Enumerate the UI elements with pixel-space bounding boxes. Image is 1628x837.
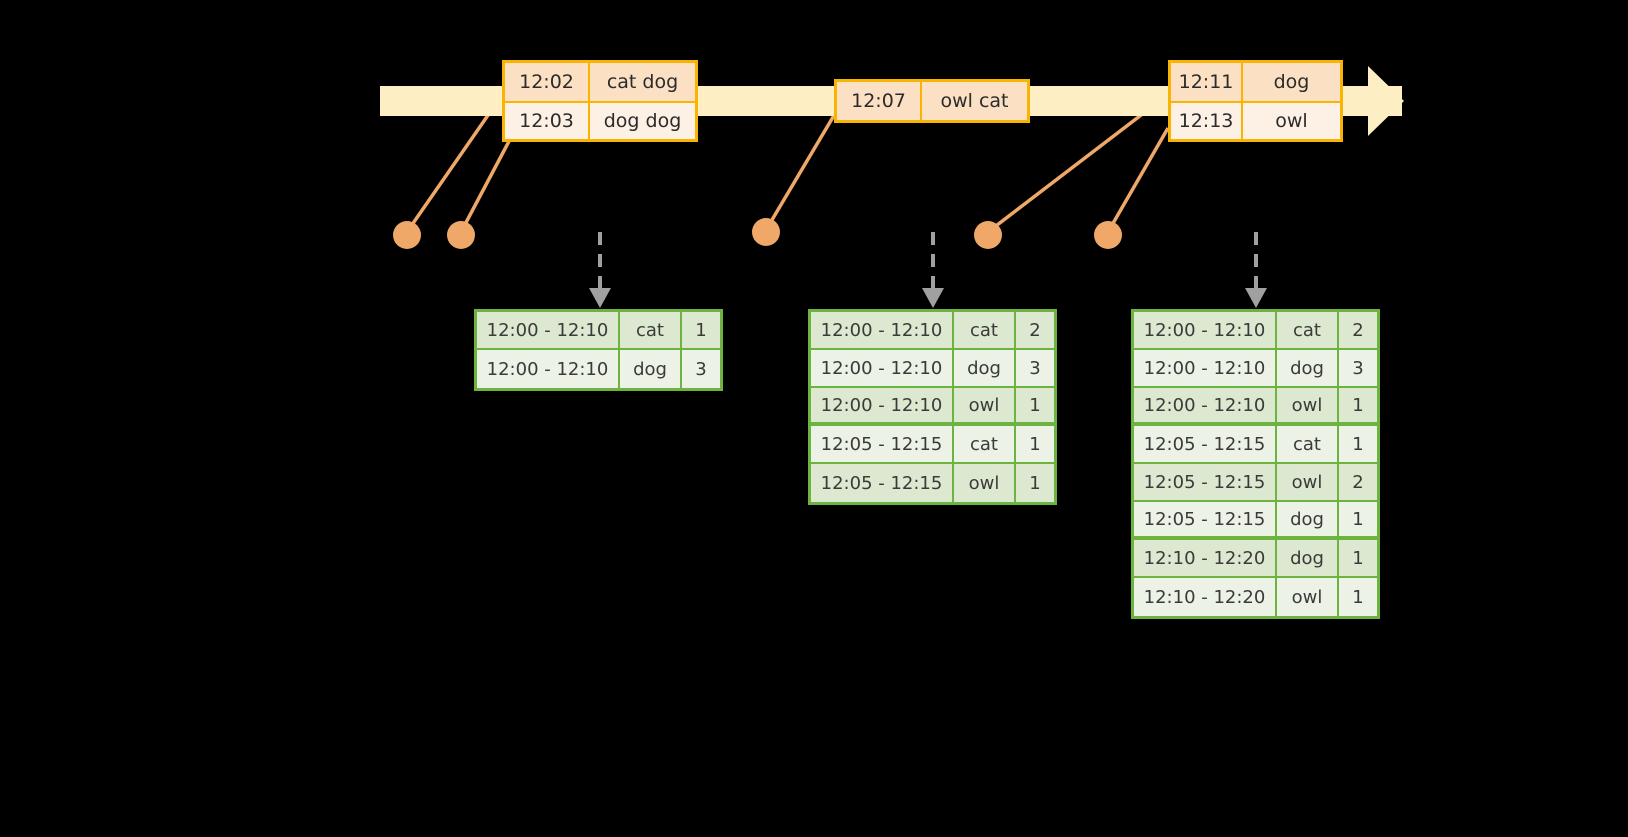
connector-line-2 <box>459 127 518 233</box>
event-row: 12:02 cat dog <box>505 63 695 101</box>
count-cell: 1 <box>1029 433 1041 455</box>
count-cell: 3 <box>1352 357 1364 379</box>
event-time: 12:02 <box>505 63 590 101</box>
key-cell: cat <box>1277 312 1339 348</box>
key-cell: dog <box>620 350 682 388</box>
count-cell: 1 <box>695 319 707 341</box>
window-cell: 12:10 - 12:20 <box>1134 578 1277 616</box>
event-box-3[interactable]: 12:11 dog 12:13 owl <box>1168 60 1343 142</box>
window-cell: 12:00 - 12:10 <box>477 312 620 348</box>
key-cell: cat <box>1277 426 1339 462</box>
event-row: 12:13 owl <box>1171 101 1340 139</box>
key-cell: dog <box>1277 502 1339 536</box>
window-cell: 12:00 - 12:10 <box>477 350 620 388</box>
event-time: 12:07 <box>837 82 922 120</box>
event-stream-arrowhead <box>1368 66 1404 136</box>
event-words: owl <box>1275 110 1308 132</box>
key-cell: cat <box>954 312 1016 348</box>
count-cell: 2 <box>1029 319 1041 341</box>
count-cell: 1 <box>1352 433 1364 455</box>
window-cell: 12:00 - 12:10 <box>811 388 954 422</box>
window-cell: 12:10 - 12:20 <box>1134 540 1277 576</box>
event-time: 12:13 <box>1171 103 1243 139</box>
connector-line-3 <box>764 111 838 231</box>
event-dot-2 <box>447 221 475 249</box>
count-cell: 2 <box>1352 471 1364 493</box>
key-cell: dog <box>1277 350 1339 386</box>
key-cell: cat <box>954 426 1016 462</box>
window-cell: 12:05 - 12:15 <box>1134 426 1277 462</box>
event-row: 12:11 dog <box>1171 63 1340 101</box>
count-cell: 1 <box>1352 508 1364 530</box>
count-cell: 1 <box>1352 586 1364 608</box>
event-words: dog <box>1273 71 1310 93</box>
count-cell: 1 <box>1029 472 1041 494</box>
window-cell: 12:00 - 12:10 <box>1134 388 1277 422</box>
emit-arrow-2 <box>922 232 944 308</box>
key-cell: owl <box>954 388 1016 422</box>
key-cell: owl <box>954 464 1016 502</box>
window-cell: 12:00 - 12:10 <box>811 350 954 386</box>
key-cell: owl <box>1277 388 1339 422</box>
event-box-2[interactable]: 12:07 owl cat <box>834 79 1030 123</box>
event-words: dog dog <box>603 110 682 132</box>
count-cell: 3 <box>695 358 707 380</box>
event-row: 12:07 owl cat <box>837 82 1027 120</box>
count-cell: 1 <box>1029 394 1041 416</box>
key-cell: cat <box>620 312 682 348</box>
emit-arrow-3 <box>1245 232 1267 308</box>
event-row: 12:03 dog dog <box>505 101 695 139</box>
key-cell: owl <box>1277 578 1339 616</box>
window-cell: 12:00 - 12:10 <box>1134 312 1277 348</box>
window-cell: 12:05 - 12:15 <box>811 426 954 462</box>
event-time: 12:11 <box>1171 63 1243 101</box>
key-cell: owl <box>1277 464 1339 500</box>
count-cell: 2 <box>1352 319 1364 341</box>
connector-line-5 <box>1106 127 1170 233</box>
emit-arrow-1 <box>589 232 611 308</box>
event-dot-1 <box>393 221 421 249</box>
count-cell: 3 <box>1029 357 1041 379</box>
key-cell: dog <box>954 350 1016 386</box>
window-cell: 12:05 - 12:15 <box>811 464 954 502</box>
event-box-1[interactable]: 12:02 cat dog 12:03 dog dog <box>502 60 698 142</box>
event-words: cat dog <box>606 71 679 93</box>
window-cell: 12:00 - 12:10 <box>811 312 954 348</box>
event-dot-5 <box>1094 221 1122 249</box>
event-words: owl cat <box>940 90 1009 112</box>
event-dot-4 <box>974 221 1002 249</box>
event-time: 12:03 <box>505 103 590 139</box>
count-cell: 1 <box>1352 547 1364 569</box>
window-cell: 12:00 - 12:10 <box>1134 350 1277 386</box>
count-cell: 1 <box>1352 394 1364 416</box>
window-cell: 12:05 - 12:15 <box>1134 464 1277 500</box>
key-cell: dog <box>1277 540 1339 576</box>
window-cell: 12:05 - 12:15 <box>1134 502 1277 536</box>
event-dot-3 <box>752 218 780 246</box>
